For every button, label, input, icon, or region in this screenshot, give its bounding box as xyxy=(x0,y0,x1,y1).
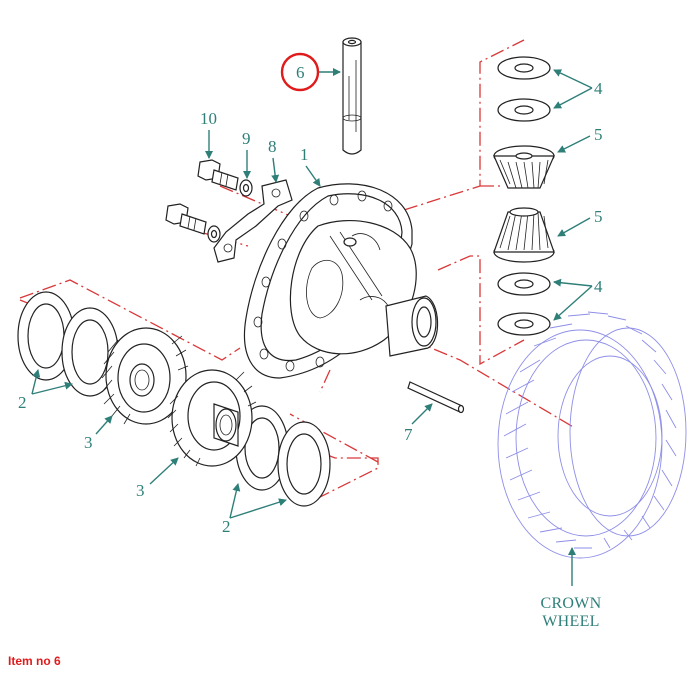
callout-5-upper: 5 xyxy=(594,125,603,144)
callout-3-left: 3 xyxy=(84,433,93,452)
callout-8: 8 xyxy=(268,137,277,156)
side-gear-part-3[interactable] xyxy=(101,327,189,425)
item-caption: Item no 6 xyxy=(8,654,61,668)
thrust-washer-part-4[interactable] xyxy=(497,56,551,336)
shim-part-2[interactable] xyxy=(17,291,119,397)
pinion-gear-part-5-lower[interactable] xyxy=(493,207,555,263)
callout-6: 6 xyxy=(296,63,305,82)
callout-10: 10 xyxy=(200,109,217,128)
crown-wheel-label-line1: CROWN xyxy=(540,595,601,612)
leader-lines xyxy=(31,68,593,586)
callout-3-right: 3 xyxy=(136,481,145,500)
callout-2-left: 2 xyxy=(18,393,27,412)
crown-wheel-label-line2: WHEEL xyxy=(542,613,599,630)
bolt-part-10-lower[interactable] xyxy=(165,203,207,235)
callout-9: 9 xyxy=(242,129,251,148)
crown-wheel[interactable]: CROWN WHEEL xyxy=(497,311,687,630)
pinion-gear-part-5[interactable] xyxy=(493,145,555,189)
cross-shaft-part-6[interactable] xyxy=(342,37,362,155)
callout-5-lower: 5 xyxy=(594,207,603,226)
callout-7: 7 xyxy=(404,425,413,444)
callout-4-lower: 4 xyxy=(594,277,603,296)
washer-part-9[interactable] xyxy=(207,179,253,243)
callout-1: 1 xyxy=(300,145,309,164)
callout-4-upper: 4 xyxy=(594,79,603,98)
lock-pin-part-7[interactable] xyxy=(407,381,465,414)
side-gear-part-3-right[interactable] xyxy=(167,369,257,467)
highlight-circle-item-6 xyxy=(280,52,320,92)
bolt-part-10[interactable] xyxy=(197,159,239,191)
callout-2-right: 2 xyxy=(222,517,231,536)
differential-case-part-1[interactable] xyxy=(243,183,439,379)
callout-labels: 1 8 9 10 6 4 5 5 4 7 2 3 3 2 xyxy=(18,63,603,536)
lock-plate-part-8[interactable] xyxy=(213,179,293,263)
